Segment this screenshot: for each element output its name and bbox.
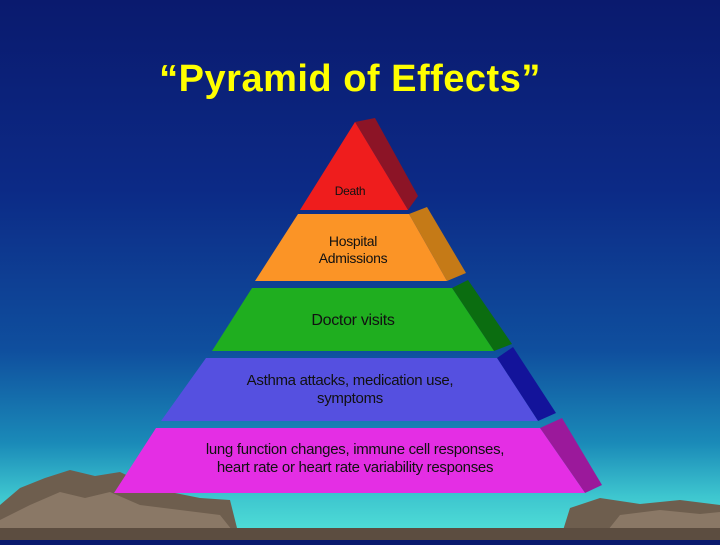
pyramid-level-label-lung-function: lung function changes, immune cell respo… [150, 441, 560, 477]
pyramid-level-asthma-attacks [161, 358, 538, 421]
label-line: Hospital [328, 233, 378, 249]
pyramid-level-doctor-visits [212, 288, 494, 351]
pyramid-level-hospital-admissions-side [409, 207, 466, 281]
label-line: Asthma attacks, medication use, [246, 372, 454, 389]
pyramid-level-asthma-attacks-side [497, 347, 556, 421]
pyramid-level-lung-function [114, 428, 585, 493]
pyramid-level-hospital-admissions [255, 214, 447, 281]
pyramid-level-death [300, 122, 408, 210]
label-line: Admissions [318, 249, 388, 266]
pyramid-level-label-asthma-attacks: Asthma attacks, medication use, symptoms [200, 372, 500, 408]
pyramid-level-lung-function-side [540, 418, 602, 493]
pyramid-level-label-hospital-admissions: Hospital Admissions [290, 233, 416, 267]
page-title: “Pyramid of Effects” [159, 58, 541, 100]
pyramid-level-label-death: Death [300, 184, 400, 198]
mountains-illustration [0, 470, 720, 540]
label-line: lung function changes, immune cell respo… [205, 441, 505, 458]
label-line: Doctor visits [311, 312, 395, 329]
pyramid-level-death-side [355, 118, 418, 210]
label-line: symptoms [317, 390, 383, 407]
label-line: heart rate or heart rate variability res… [216, 459, 494, 476]
pyramid-level-doctor-visits-side [452, 280, 512, 351]
label-line: Death [334, 184, 366, 198]
pyramid-level-label-doctor-visits: Doctor visits [270, 311, 436, 330]
